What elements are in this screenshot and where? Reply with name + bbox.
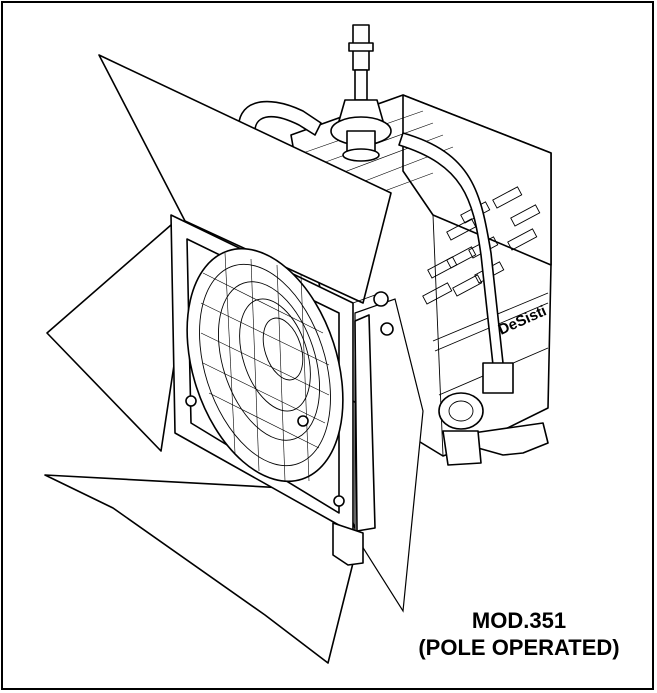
- operation-mode-label: (POLE OPERATED): [418, 635, 620, 660]
- tilt-knob: [438, 362, 549, 466]
- yoke-base: [332, 522, 364, 566]
- frame-clamps: [185, 291, 394, 507]
- carry-handle: [237, 100, 322, 136]
- wire-guard: [200, 252, 330, 482]
- model-label: MOD.351: [471, 608, 567, 633]
- fresnel-spotlight-illustration: DeSisti: [44, 24, 552, 664]
- figure-caption: MOD.351 (POLE OPERATED): [388, 607, 650, 661]
- pole-spindle: [330, 24, 392, 162]
- barn-door-left: [46, 224, 192, 452]
- barn-door-top: [98, 54, 392, 304]
